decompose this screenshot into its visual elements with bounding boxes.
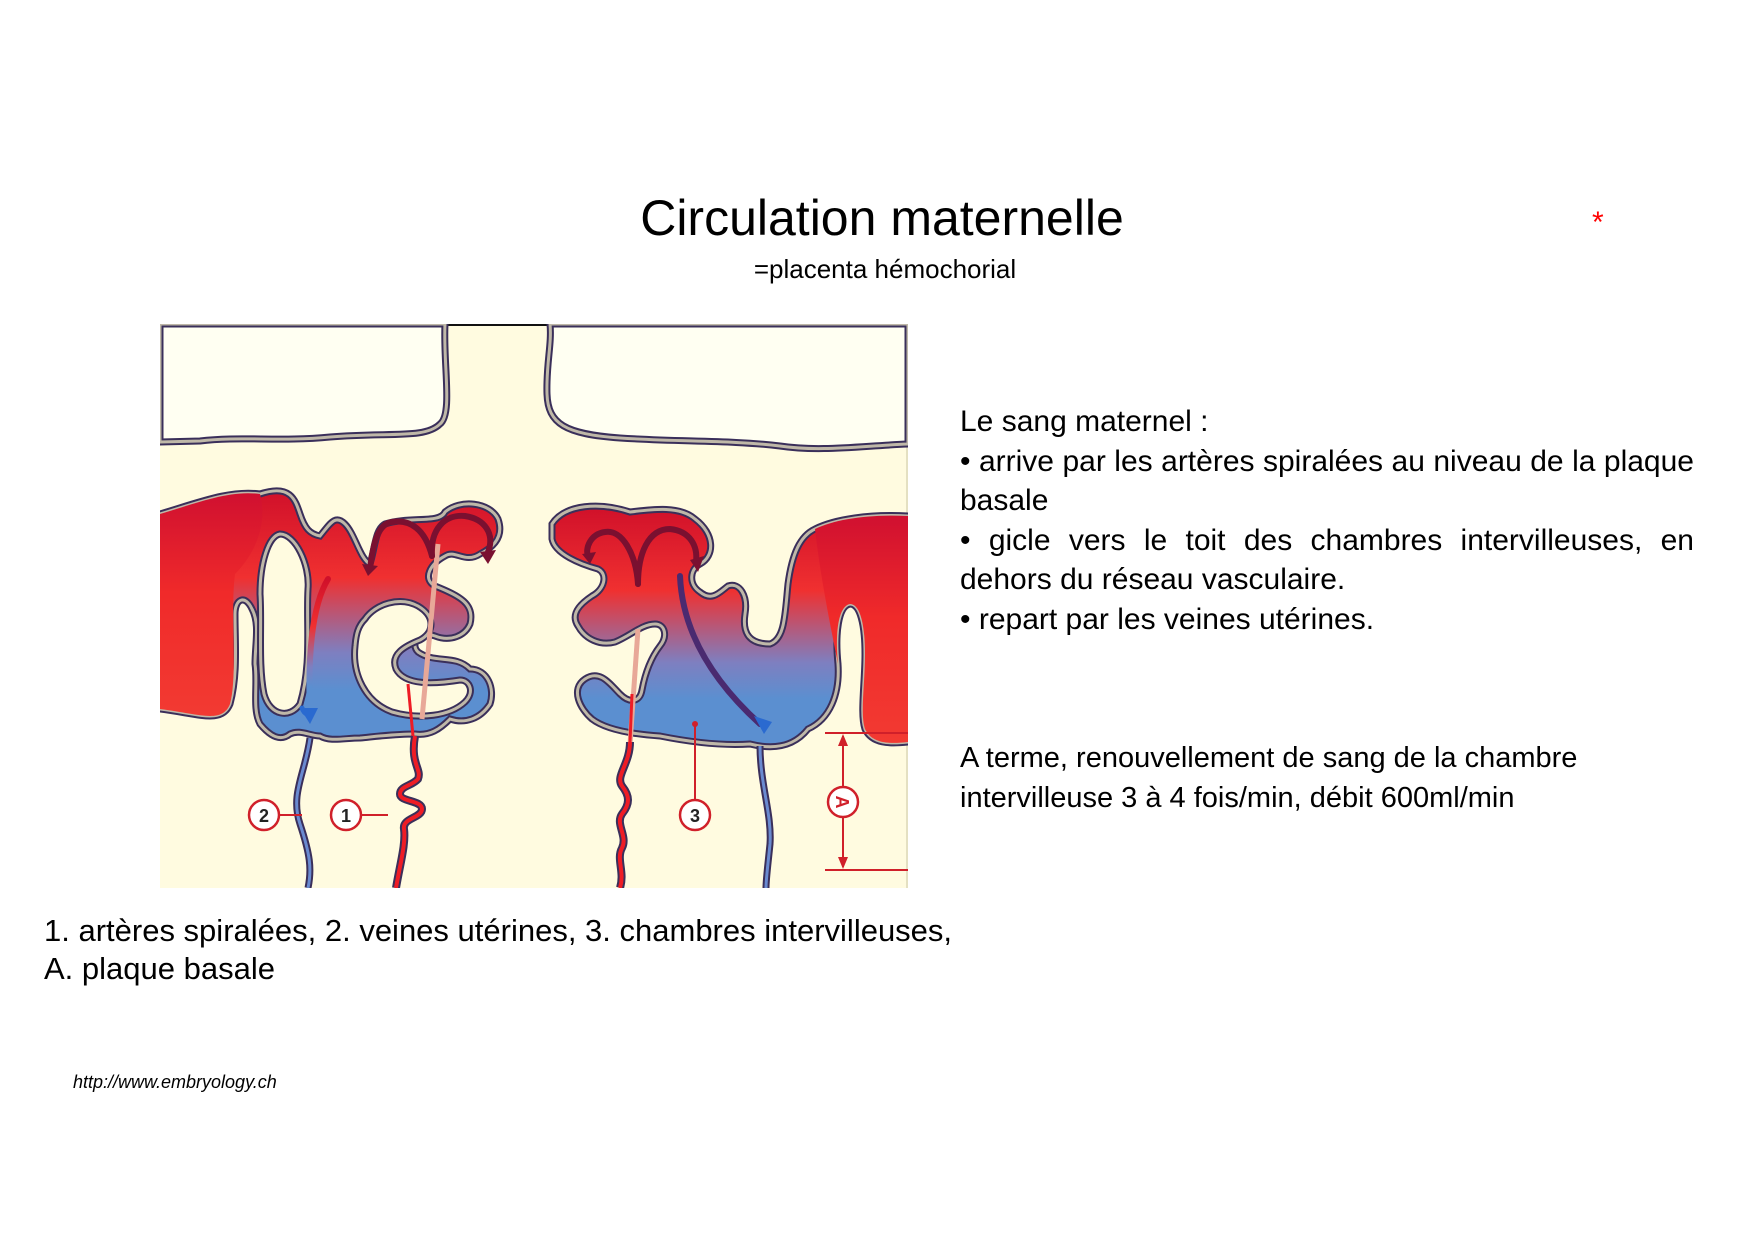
- label-1: 1: [329, 798, 388, 832]
- note-line-1: A terme, renouvellement de sang de la ch…: [960, 742, 1578, 774]
- slide-title-text: Circulation maternelle: [640, 190, 1124, 246]
- label-a-text: A: [832, 796, 852, 809]
- legend-line-1: 1. artères spiralées, 2. veines utérines…: [44, 913, 953, 948]
- label-2-text: 2: [259, 806, 269, 826]
- left-septum: [160, 487, 504, 743]
- slide-title: Circulation maternelle: [0, 188, 1754, 248]
- maternal-blood-description: Le sang maternel : • arrive par les artè…: [960, 402, 1694, 639]
- slide-subtitle: =placenta hémochorial: [0, 253, 1754, 285]
- label-1-text: 1: [341, 806, 351, 826]
- description-intro: Le sang maternel :: [960, 405, 1209, 438]
- label-a-basal-plate: A: [825, 732, 908, 871]
- chorionic-villi: [160, 324, 908, 453]
- label-2: 2: [247, 798, 302, 832]
- description-bullet-1: • arrive par les artères spiralées au ni…: [960, 444, 1694, 518]
- placenta-diagram-svg: 2 1 3 A: [160, 324, 908, 888]
- diagram-legend: 1. artères spiralées, 2. veines utérines…: [44, 912, 1044, 988]
- slide-subtitle-text: =placenta hémochorial: [753, 254, 1017, 284]
- uterine-vessels: [293, 683, 774, 888]
- asterisk-marker: *: [1592, 206, 1604, 239]
- description-bullet-2: • gicle vers le toit des chambres interv…: [960, 523, 1694, 597]
- source-link[interactable]: http://www.embryology.ch: [73, 1072, 277, 1092]
- label-3-text: 3: [690, 806, 700, 826]
- note-line-2: intervilleuse 3 à 4 fois/min, débit 600m…: [960, 782, 1515, 814]
- legend-line-2: A. plaque basale: [44, 951, 275, 986]
- arrow-heads: [362, 550, 704, 576]
- renewal-rate-note: A terme, renouvellement de sang de la ch…: [960, 738, 1680, 818]
- placenta-diagram: 2 1 3 A: [160, 324, 908, 888]
- description-bullet-3: • repart par les veines utérines.: [960, 602, 1375, 636]
- label-3: 3: [678, 721, 712, 832]
